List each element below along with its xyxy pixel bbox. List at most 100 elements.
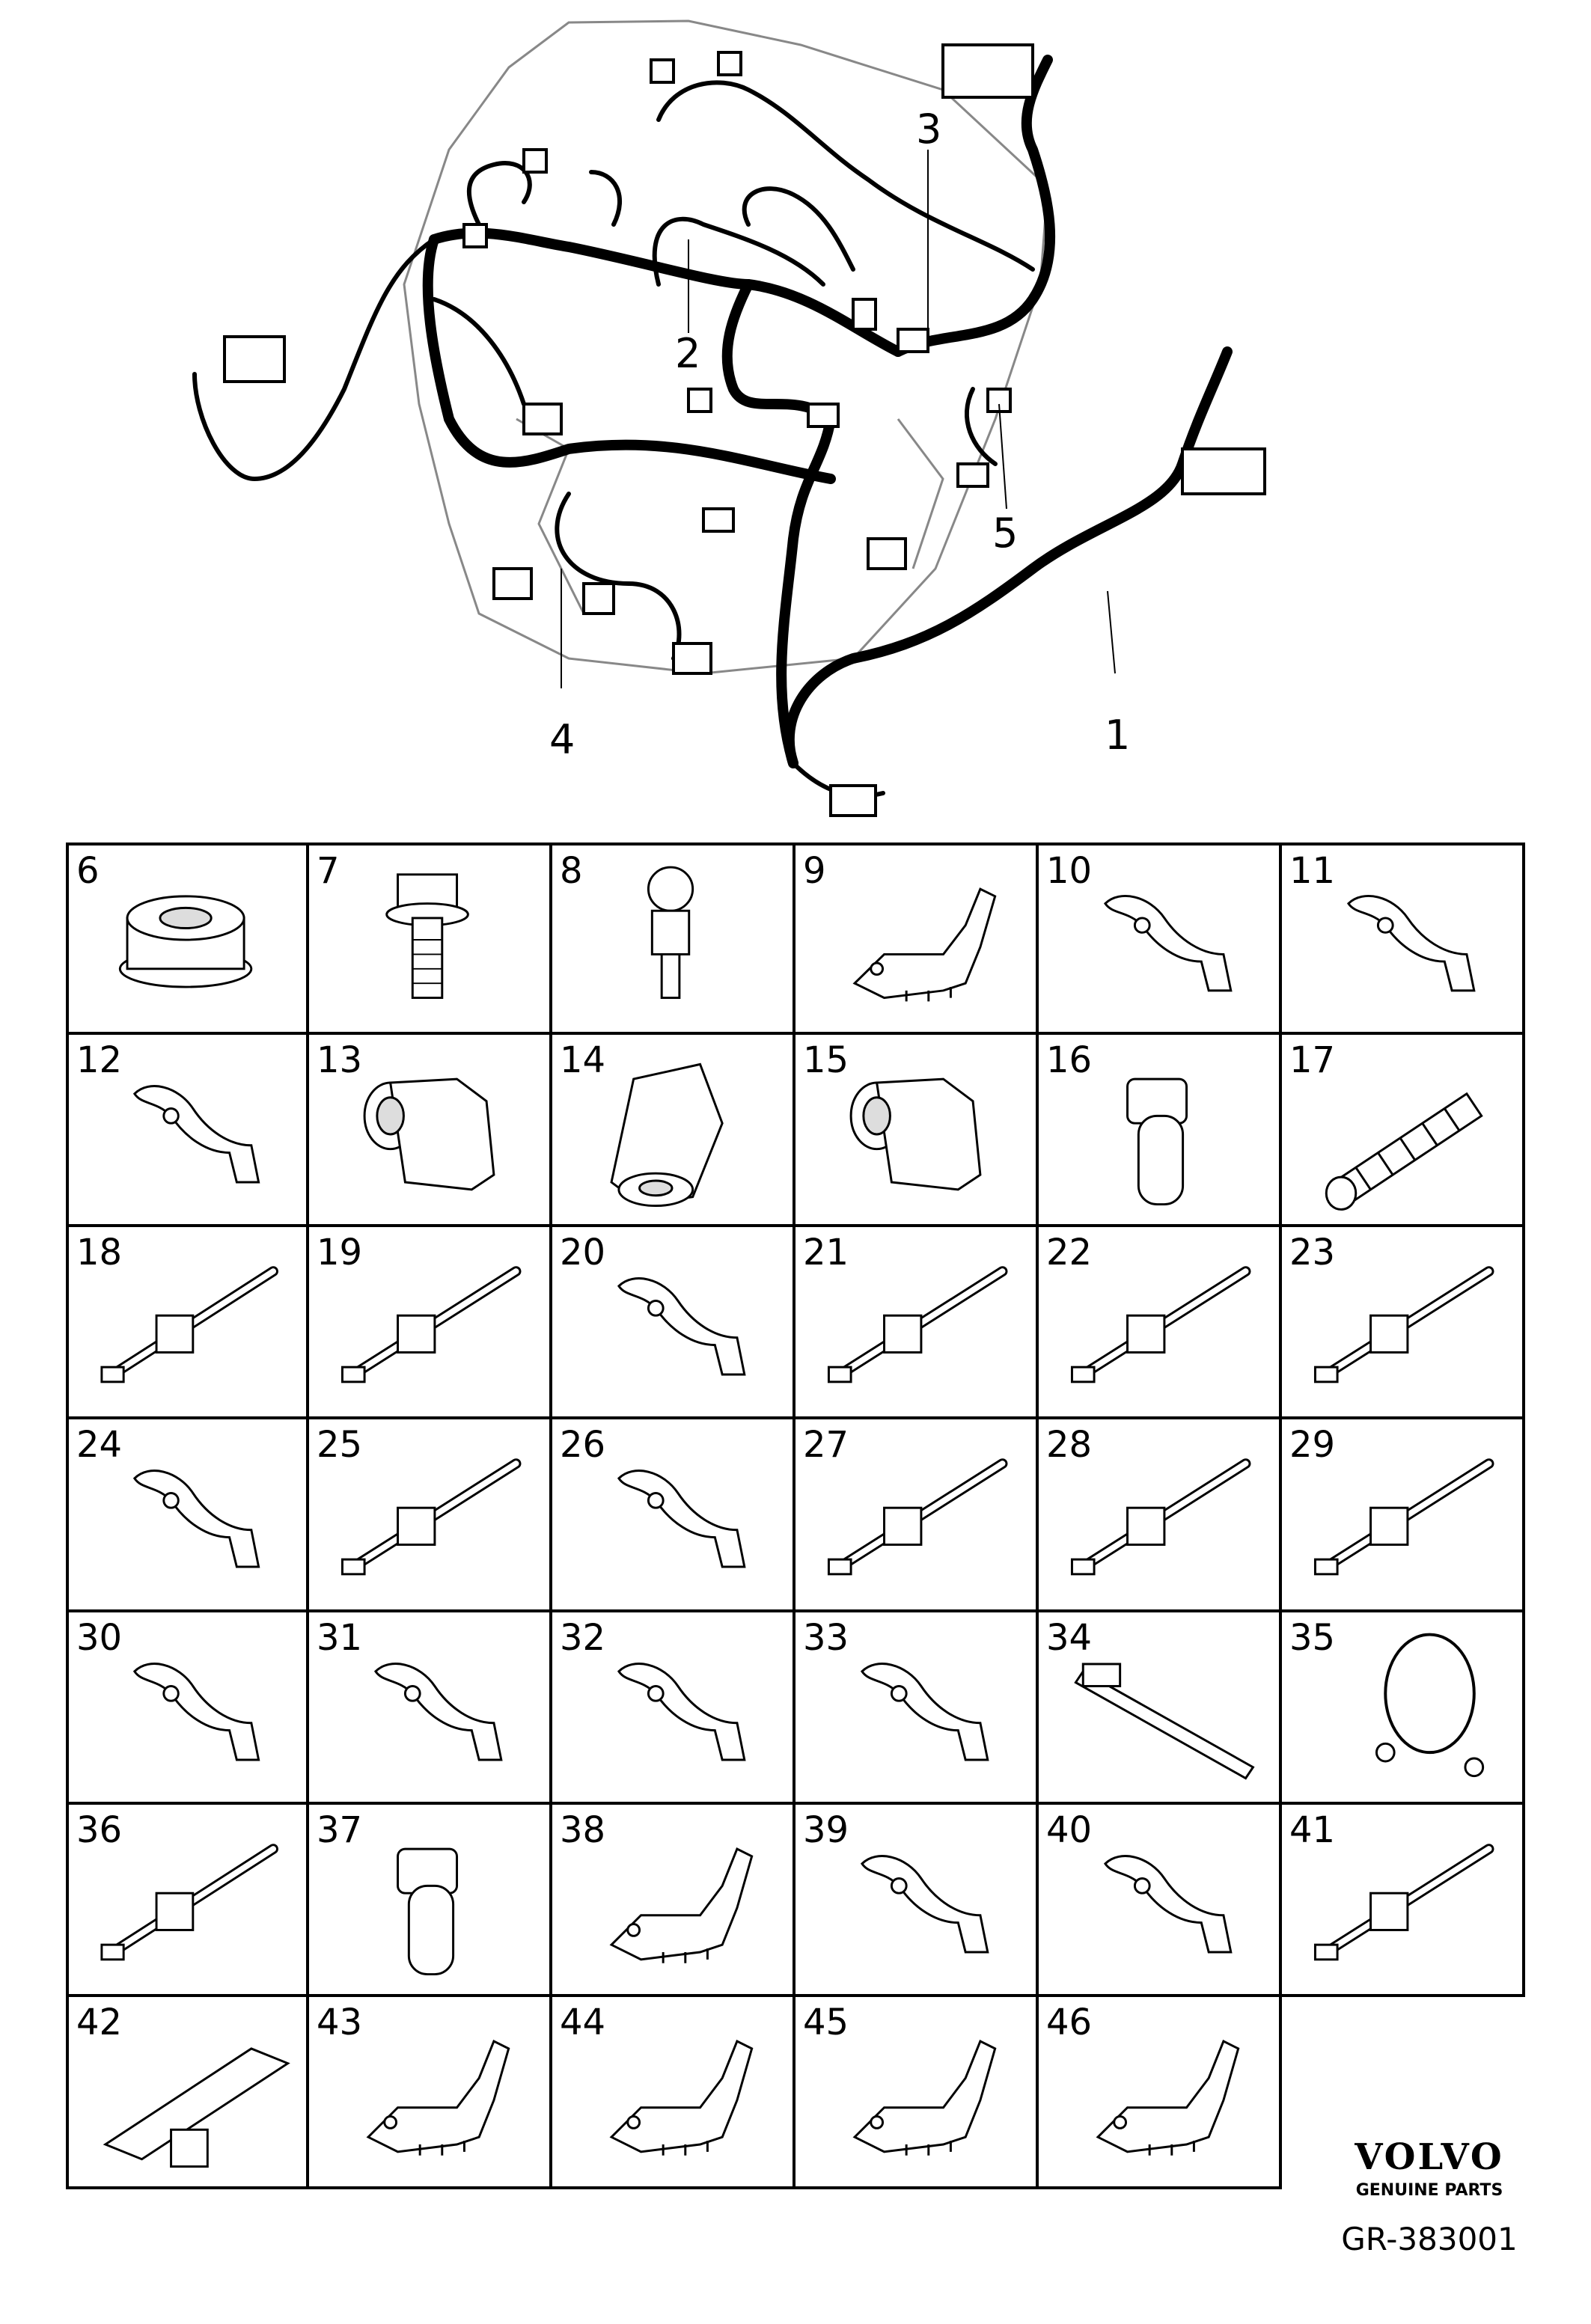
part-number: 6 — [76, 850, 100, 892]
part-cell-40: 40 — [1039, 1804, 1282, 1997]
part-cell-18: 18 — [66, 1227, 309, 1420]
genuine-parts-tagline: GENUINE PARTS — [1355, 2181, 1503, 2200]
bracket-icon — [609, 2039, 754, 2156]
cable-tie-icon — [100, 1843, 278, 1961]
wiring-harness-drawing: 1 2 3 4 5 — [0, 0, 1591, 831]
cable-tie-icon — [827, 1458, 1008, 1576]
part-cell-41: 41 — [1282, 1804, 1525, 1997]
part-cell-34: 34 — [1039, 1612, 1282, 1805]
part-cell-20: 20 — [552, 1227, 796, 1420]
callout-1: 1 — [1105, 712, 1131, 759]
part-number: 19 — [317, 1232, 363, 1274]
cable-tie-icon — [827, 1266, 1008, 1383]
clip-icon — [860, 1662, 989, 1761]
part-number: 35 — [1289, 1616, 1336, 1659]
cable-tie-icon — [1313, 1266, 1494, 1383]
part-cell-36: 36 — [66, 1804, 309, 1997]
cable-tie-icon — [1070, 1458, 1251, 1576]
callout-3: 3 — [916, 106, 942, 153]
part-cell-23: 23 — [1282, 1227, 1525, 1420]
part-cell-46: 46 — [1039, 1996, 1282, 2189]
bracket-icon — [609, 1847, 754, 1963]
part-number: 21 — [803, 1232, 849, 1274]
part-number: 15 — [803, 1039, 849, 1082]
clip-icon — [617, 1277, 746, 1376]
cable-tie-icon — [1070, 1266, 1251, 1383]
bracket-icon — [1096, 2039, 1240, 2156]
part-cell-39: 39 — [796, 1804, 1039, 1997]
part-number: 8 — [560, 850, 583, 892]
part-cell-27: 27 — [796, 1419, 1039, 1612]
volvo-brand-block: VOLVO GENUINE PARTS GR-383001 — [1306, 2136, 1553, 2257]
part-number: 36 — [76, 1808, 123, 1851]
plug-icon — [397, 1847, 459, 1975]
part-number: 28 — [1046, 1424, 1093, 1467]
volvo-logo: VOLVO — [1355, 2136, 1504, 2178]
part-number: 17 — [1289, 1039, 1336, 1082]
clip-icon — [373, 1662, 503, 1761]
sleeve-icon — [1325, 1092, 1483, 1211]
ball-stud-icon — [647, 866, 694, 1000]
part-number: 25 — [317, 1424, 363, 1467]
part-cell-29: 29 — [1282, 1419, 1525, 1612]
part-number: 22 — [1046, 1232, 1093, 1274]
part-number: 26 — [560, 1424, 606, 1467]
part-cell-6: 6 — [66, 843, 309, 1036]
part-cell-38: 38 — [552, 1804, 796, 1997]
part-number: 16 — [1046, 1039, 1093, 1082]
part-number: 41 — [1289, 1808, 1336, 1851]
clip-icon — [617, 1662, 746, 1761]
part-cell-28: 28 — [1039, 1419, 1282, 1612]
part-number: 46 — [1046, 2001, 1093, 2043]
part-number: 32 — [560, 1616, 606, 1659]
part-cell-45: 45 — [796, 1996, 1039, 2189]
part-cell-21: 21 — [796, 1227, 1039, 1420]
part-cell-13: 13 — [309, 1035, 552, 1228]
nut-icon — [118, 895, 253, 988]
clip-icon — [860, 1854, 989, 1954]
part-cell-42: 42 — [66, 1996, 309, 2189]
part-cell-11: 11 — [1282, 843, 1525, 1036]
part-cell-16: 16 — [1039, 1035, 1282, 1228]
part-cell-32: 32 — [552, 1612, 796, 1805]
part-cell-19: 19 — [309, 1227, 552, 1420]
grommet-icon — [849, 1077, 982, 1191]
part-cell-14: 14 — [552, 1035, 796, 1228]
part-number: 7 — [317, 850, 340, 892]
part-number: 10 — [1046, 850, 1093, 892]
part-number: 13 — [317, 1039, 363, 1082]
part-cell-43: 43 — [309, 1996, 552, 2189]
bracket-icon — [852, 2039, 997, 2156]
part-number: 43 — [317, 2001, 363, 2043]
loop-icon — [1375, 1633, 1485, 1777]
channel-icon — [103, 2047, 290, 2168]
strap-icon — [1074, 1663, 1255, 1780]
part-number: 42 — [76, 2001, 123, 2043]
part-cell-33: 33 — [796, 1612, 1039, 1805]
part-number: 20 — [560, 1232, 606, 1274]
part-number: 31 — [317, 1616, 363, 1659]
part-cell-22: 22 — [1039, 1227, 1282, 1420]
clip-icon — [132, 1662, 260, 1761]
part-cell-12: 12 — [66, 1035, 309, 1228]
clip-icon — [1346, 895, 1476, 992]
part-number: 30 — [76, 1616, 123, 1659]
cable-tie-icon — [100, 1266, 278, 1383]
cable-tie-icon — [1313, 1458, 1494, 1576]
part-number: 23 — [1289, 1232, 1336, 1274]
bracket-icon — [852, 887, 997, 1002]
part-cell-9: 9 — [796, 843, 1039, 1036]
part-number: 37 — [317, 1808, 363, 1851]
part-cell-24: 24 — [66, 1419, 309, 1612]
part-cell-31: 31 — [309, 1612, 552, 1805]
cable-tie-icon — [1313, 1843, 1494, 1961]
bolt-icon — [385, 873, 469, 1000]
part-number: 33 — [803, 1616, 849, 1659]
part-number: 18 — [76, 1232, 123, 1274]
part-number: 9 — [803, 850, 826, 892]
part-number: 27 — [803, 1424, 849, 1467]
part-cell-10: 10 — [1039, 843, 1282, 1036]
part-number: 24 — [76, 1424, 123, 1467]
part-number: 39 — [803, 1808, 849, 1851]
